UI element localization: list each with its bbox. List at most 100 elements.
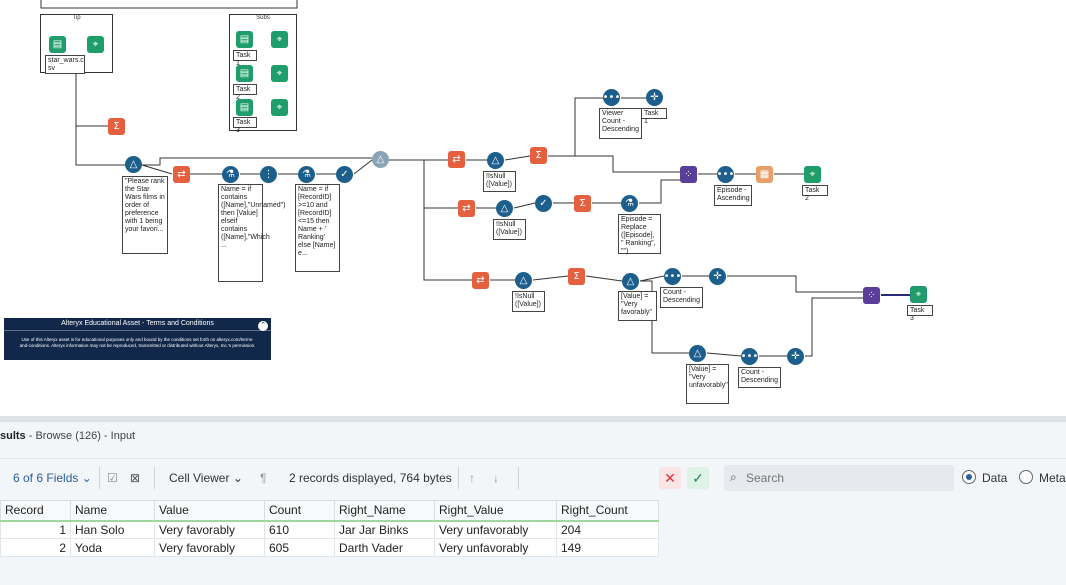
filter-triangle-icon[interactable]: △ [622, 273, 639, 290]
formula-flask-icon[interactable]: ⚗ [222, 166, 239, 183]
join-icon[interactable]: ⁘ [863, 287, 880, 304]
annotation-question: "Please rank the Star Wars films in orde… [122, 176, 168, 254]
check-icon[interactable]: ✓ [687, 467, 709, 489]
summarize-sigma-icon[interactable]: Σ [530, 147, 547, 164]
browse-binoculars-icon[interactable]: ⌖ [804, 166, 821, 183]
cell-value[interactable]: Very favorably [154, 538, 265, 557]
column-header-name[interactable]: Name [70, 500, 155, 522]
cell-viewer-label: Cell Viewer [169, 471, 230, 485]
cell-name[interactable]: Yoda [70, 538, 155, 557]
crosstab-icon[interactable]: ✛ [709, 268, 726, 285]
cell-right-value[interactable]: Very unfavorably [434, 520, 557, 539]
annotation-episode-replace: Episode = Replace ([Episode], " Ranking"… [618, 214, 661, 255]
select-check-icon[interactable]: ✓ [336, 166, 353, 183]
summarize-sigma-icon[interactable]: Σ [568, 268, 585, 285]
deselect-icon[interactable]: ⊠ [130, 471, 141, 485]
search-box[interactable]: ⌕ [724, 465, 954, 491]
formula-flask-icon[interactable]: ⚗ [621, 195, 638, 212]
results-title: sults [0, 430, 26, 442]
input-book-icon[interactable]: ▤ [236, 31, 253, 48]
cell-record[interactable]: 1 [0, 520, 71, 539]
task-label: Task 2 [233, 84, 257, 101]
select-check-icon[interactable]: ✓ [535, 195, 552, 212]
column-header-record[interactable]: Record [0, 500, 71, 522]
sort-icon[interactable]: ••• [664, 268, 681, 285]
crosstab-icon[interactable]: ✛ [787, 348, 804, 365]
sort-icon[interactable]: ••• [741, 348, 758, 365]
arrow-down-icon[interactable]: ↓ [493, 471, 499, 485]
annotation-very-favorably: [Value] = "Very favorably" [618, 291, 657, 321]
results-subtitle: - Browse (126) - Input [25, 430, 136, 442]
educational-asset-banner[interactable]: Alteryx Educational Asset - Terms and Co… [4, 318, 271, 360]
metadata-radio[interactable] [1019, 470, 1033, 484]
input-book-icon[interactable]: ▤ [236, 99, 253, 116]
panel-splitter[interactable] [0, 416, 1066, 422]
transpose-icon[interactable]: ⇄ [448, 151, 465, 168]
arrow-up-icon[interactable]: ↑ [469, 471, 475, 485]
input-book-icon[interactable]: ▤ [49, 36, 66, 53]
sort-icon[interactable]: ••• [717, 166, 734, 183]
formula-flask-icon[interactable]: ⚗ [298, 166, 315, 183]
crosstab-icon[interactable]: ✛ [646, 89, 663, 106]
transpose-icon[interactable]: ⇄ [458, 200, 475, 217]
cell-count[interactable]: 605 [264, 538, 335, 557]
browse-binoculars-icon[interactable]: ⌖ [271, 31, 288, 48]
results-header: sults - Browse (126) - Input [0, 430, 135, 442]
filter-triangle-icon[interactable]: △ [125, 156, 142, 173]
column-header-count[interactable]: Count [264, 500, 335, 522]
cell-right-count[interactable]: 149 [556, 538, 659, 557]
toolbar-separator [154, 467, 155, 489]
browse-binoculars-icon[interactable]: ⌖ [87, 36, 104, 53]
cell-record[interactable]: 2 [0, 538, 71, 557]
fields-dropdown[interactable]: 6 of 6 Fields ⌄ [13, 471, 92, 485]
annotation-formula1: Name = if contains ([Name],"Unnamed") th… [218, 184, 286, 282]
column-header-right-name[interactable]: Right_Name [334, 500, 435, 522]
filter-triangle-icon[interactable]: △ [487, 152, 504, 169]
close-icon[interactable]: ✕ [659, 467, 681, 489]
table-row[interactable]: 1 Han Solo Very favorably 610 Jar Jar Bi… [0, 520, 659, 539]
browse-binoculars-icon[interactable]: ⌖ [271, 65, 288, 82]
chevron-up-icon[interactable]: ⌃ [258, 321, 268, 331]
cell-right-count[interactable]: 204 [556, 520, 659, 539]
transpose-icon[interactable]: ⇄ [472, 272, 489, 289]
toolbar-separator [99, 467, 100, 489]
column-header-right-value[interactable]: Right_Value [434, 500, 557, 522]
column-header-right-count[interactable]: Right_Count [556, 500, 659, 522]
chevron-down-icon: ⌄ [81, 471, 92, 485]
tile-icon[interactable]: △ [372, 151, 389, 168]
browse-binoculars-icon[interactable]: ⌖ [271, 99, 288, 116]
search-input[interactable] [746, 470, 946, 486]
column-header-value[interactable]: Value [154, 500, 265, 522]
join-icon[interactable]: ⁘ [680, 166, 697, 183]
table-icon[interactable]: ▦ [756, 166, 773, 183]
transpose-icon[interactable]: ⇄ [173, 166, 190, 183]
filter-triangle-icon[interactable]: △ [496, 200, 513, 217]
data-radio[interactable] [962, 470, 976, 484]
filter-triangle-icon[interactable]: △ [689, 345, 706, 362]
summarize-sigma-icon[interactable]: Σ [574, 195, 591, 212]
toolbar-separator [458, 467, 459, 489]
workflow-canvas[interactable]: Tip Subs ▤ ⌖ star_wars.c sv ▤ ⌖ Task 1 ▤… [0, 0, 1066, 418]
banner-title: Alteryx Educational Asset - Terms and Co… [61, 320, 214, 327]
record-id-icon[interactable]: ⋮ [260, 166, 277, 183]
cell-right-value[interactable]: Very unfavorably [434, 538, 557, 557]
input-book-icon[interactable]: ▤ [236, 65, 253, 82]
cell-value[interactable]: Very favorably [154, 520, 265, 539]
filter-triangle-icon[interactable]: △ [515, 272, 532, 289]
pilcrow-icon[interactable]: ¶ [260, 471, 267, 485]
cell-name[interactable]: Han Solo [70, 520, 155, 539]
edit-checkbox-icon[interactable]: ☑ [107, 471, 118, 485]
table-row[interactable]: 2 Yoda Very favorably 605 Darth Vader Ve… [0, 538, 659, 557]
cell-viewer-dropdown[interactable]: Cell Viewer ⌄ [169, 471, 243, 485]
results-grid[interactable]: Record Name Value Count Right_Name Right… [0, 500, 659, 557]
cell-right-name[interactable]: Jar Jar Binks [334, 520, 435, 539]
browse-binoculars-icon[interactable]: ⌖ [910, 286, 927, 303]
task-label: Task 1 [233, 50, 257, 67]
sort-icon[interactable]: ••• [603, 89, 620, 106]
cell-count[interactable]: 610 [264, 520, 335, 539]
summarize-sigma-icon[interactable]: Σ [108, 118, 125, 135]
results-toolbar: 6 of 6 Fields ⌄ ☑ ⊠ Cell Viewer ⌄ ¶ 2 re… [0, 458, 1066, 496]
cell-right-name[interactable]: Darth Vader [334, 538, 435, 557]
banner-body: Use of this Alteryx asset is for educati… [19, 337, 256, 348]
records-info: 2 records displayed, 764 bytes [289, 471, 452, 485]
